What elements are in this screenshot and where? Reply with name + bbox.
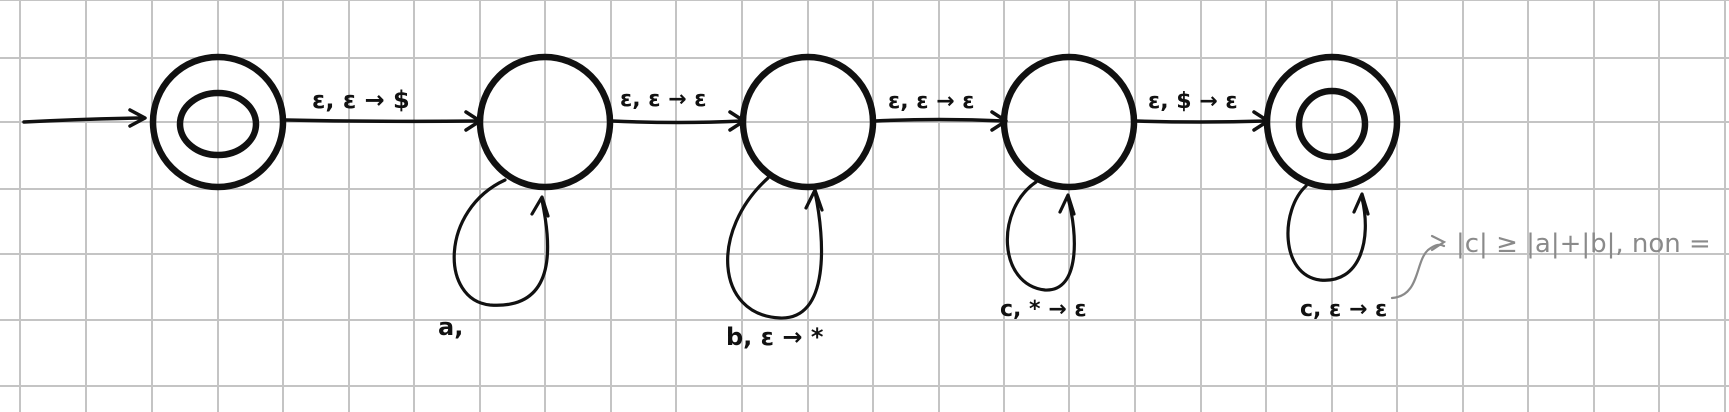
self-loop-q2	[726, 176, 824, 320]
self-loop-label-q4: c, ε → ε	[1300, 297, 1387, 322]
self-loop-label-q1: a,	[438, 313, 463, 341]
side-note-arrowhead	[1430, 234, 1447, 252]
transition-label-q0-q1: ε, ε → $	[312, 86, 410, 114]
transition-label-q1-q2: ε, ε → ε	[620, 87, 707, 112]
state-q0	[149, 53, 287, 191]
self-loop-label-q3: c, * → ε	[1000, 297, 1087, 322]
transition-q2-q3	[873, 110, 1008, 132]
transition-label-q2-q3: ε, ε → ε	[888, 89, 975, 114]
side-note: |c| ≥ |a|+|b|, non =	[1456, 229, 1711, 259]
self-loop-label-q2: b, ε → *	[726, 323, 824, 351]
start-arrow	[22, 116, 142, 124]
transition-q1-q2	[610, 110, 746, 132]
start-arrowhead	[128, 108, 147, 128]
self-loop-q4	[1286, 184, 1370, 282]
transition-q0-q1	[284, 110, 482, 132]
transition-q3-q4	[1134, 110, 1270, 132]
self-loop-q3	[1005, 180, 1076, 292]
self-loop-q1	[452, 178, 550, 307]
transition-label-q3-q4: ε, $ → ε	[1148, 89, 1238, 114]
side-note-pointer	[1390, 243, 1446, 300]
